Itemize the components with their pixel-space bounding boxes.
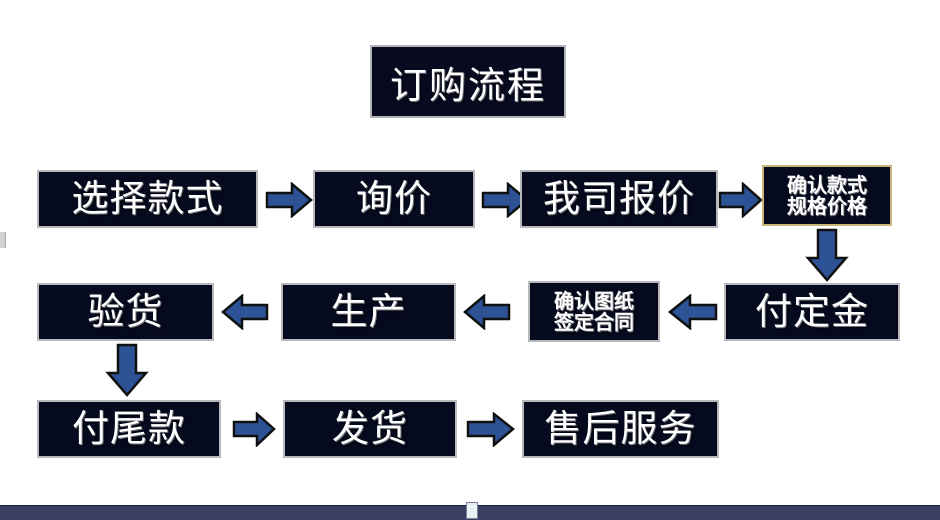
- page-title: 订购流程: [370, 45, 566, 118]
- node-production[interactable]: 生产: [281, 283, 456, 341]
- node-pay-balance-label: 付尾款: [72, 406, 186, 450]
- node-confirm-drawing-line-2: 签定合同: [554, 309, 634, 334]
- node-shipping-label: 发货: [332, 406, 408, 450]
- node-confirm-drawing[interactable]: 确认图纸 签定合同: [528, 281, 660, 342]
- left-edge-marker: [0, 232, 6, 248]
- node-inquiry[interactable]: 询价: [313, 170, 475, 228]
- node-confirm-drawing-line-1: 确认图纸: [554, 288, 634, 313]
- node-inquiry-label: 询价: [356, 176, 432, 220]
- node-inspection-label: 验货: [87, 289, 164, 333]
- node-select-style[interactable]: 选择款式: [37, 170, 258, 228]
- bottom-scrollbar[interactable]: [0, 502, 940, 520]
- node-shipping[interactable]: 发货: [283, 400, 457, 458]
- arrow-left-icon-production-to-inspection: [221, 294, 269, 330]
- arrow-down-icon-inspection-to-pay-balance: [105, 343, 149, 398]
- node-confirm-style-label: 确认款式 规格价格: [787, 172, 867, 218]
- arrow-right-icon-our-quote-to-confirm-style: [718, 182, 763, 218]
- node-inspection[interactable]: 验货: [37, 283, 214, 341]
- arrow-right-icon-pay-balance-to-shipping: [232, 412, 276, 447]
- node-confirm-drawing-label: 确认图纸 签定合同: [554, 288, 634, 334]
- bottom-scrollbar-handle[interactable]: [466, 502, 478, 519]
- arrow-right-icon-inquiry-to-our-quote: [481, 182, 529, 218]
- arrow-left-icon-pay-deposit-to-confirm-drawing: [668, 294, 718, 330]
- node-pay-deposit-label: 付定金: [755, 289, 869, 333]
- arrow-down-icon-confirm-style-to-pay-deposit: [805, 228, 849, 283]
- node-our-quote-label: 我司报价: [543, 176, 695, 220]
- node-confirm-style-line-1: 确认款式: [787, 172, 867, 197]
- arrow-right-icon-shipping-to-after-sales: [466, 412, 516, 447]
- node-after-sales[interactable]: 售后服务: [522, 400, 719, 458]
- page-title-text: 订购流程: [390, 63, 546, 107]
- node-confirm-style[interactable]: 确认款式 规格价格: [762, 165, 892, 226]
- node-pay-balance[interactable]: 付尾款: [37, 400, 221, 458]
- arrow-right-icon-select-style-to-inquiry: [265, 182, 313, 218]
- node-our-quote[interactable]: 我司报价: [520, 170, 718, 228]
- node-select-style-label: 选择款式: [71, 176, 224, 220]
- node-confirm-style-line-2: 规格价格: [787, 193, 867, 218]
- arrow-left-icon-confirm-drawing-to-production: [463, 294, 511, 330]
- node-production-label: 生产: [330, 289, 407, 333]
- node-pay-deposit[interactable]: 付定金: [724, 283, 900, 341]
- node-after-sales-label: 售后服务: [544, 406, 697, 450]
